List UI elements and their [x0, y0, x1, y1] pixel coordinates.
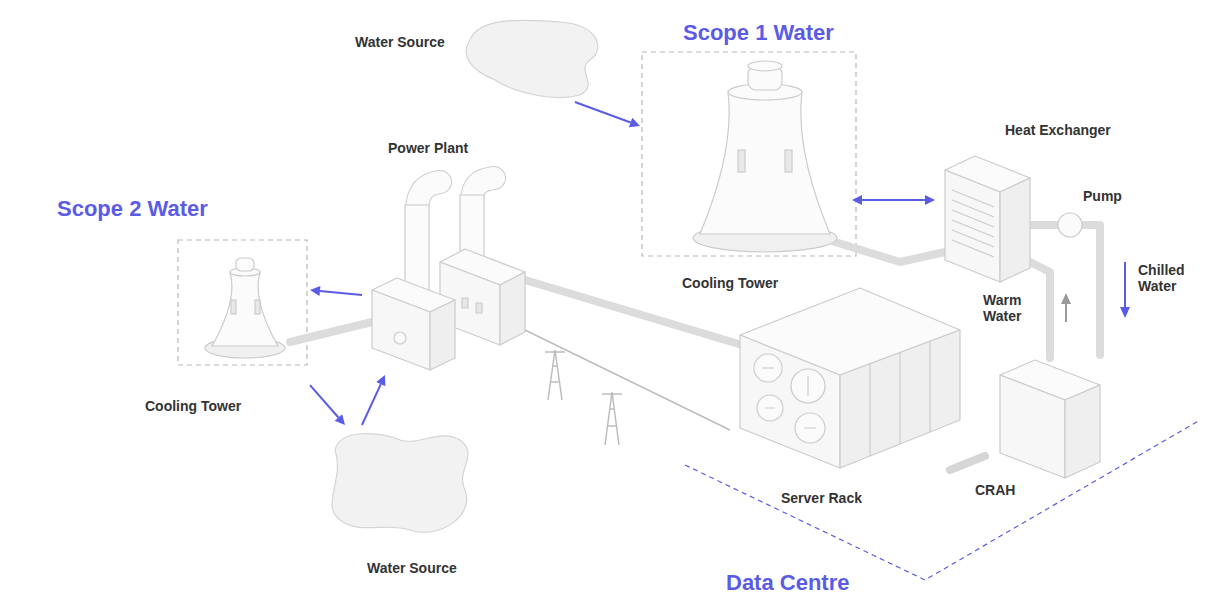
server-rack-drawing [762, 368, 816, 428]
flow-arrow [1065, 303, 1067, 322]
server-rack-drawing [840, 330, 960, 468]
power-plant-drawing [394, 332, 406, 344]
cooling-tower-label: Cooling Tower [145, 398, 241, 414]
pylon [545, 350, 622, 445]
heat-exchanger-drawing [1000, 178, 1030, 282]
flow-arrow [310, 385, 338, 417]
heat-exchanger-drawing [945, 170, 1000, 282]
label-holder: Chilled Water [1138, 262, 1200, 294]
pylon [602, 392, 622, 445]
flow-arrow [1061, 262, 1130, 322]
flow-arrow [862, 199, 925, 201]
part-label: Warm Water [983, 292, 1035, 324]
crah-drawing [1065, 385, 1100, 478]
cooling-tower-label: Cooling Tower [682, 275, 778, 291]
water-source-label: Water Source [355, 34, 445, 50]
arrow-head [310, 286, 320, 296]
water-source-puddle [332, 20, 598, 532]
data-centre-outline [685, 420, 1200, 580]
power-plant-drawing [476, 303, 482, 313]
cooling-tower-drawing [738, 150, 745, 172]
heat-exchanger-label: Heat Exchanger [1005, 122, 1111, 138]
heat-exchanger-drawing [952, 190, 994, 257]
part-label: Pump [1083, 188, 1122, 204]
arrow-head [629, 118, 640, 127]
server-rack-drawing [740, 335, 840, 468]
power-line [525, 330, 730, 430]
server-rack-drawing [740, 288, 960, 468]
cooling-tower: Cooling Tower [640, 58, 852, 298]
server-rack-drawing [870, 341, 930, 456]
cooling-tower-drawing [236, 258, 254, 271]
scope-outline [178, 240, 307, 365]
server-rack: Server Rack [730, 345, 960, 517]
arrow-head [335, 414, 345, 425]
crah-drawing [1000, 375, 1065, 478]
water-source-puddle [466, 20, 598, 97]
scope-outline [642, 52, 856, 256]
cooling-tower-drawing [255, 300, 260, 314]
flow-arrow [320, 291, 362, 295]
crah-unit-label: CRAH [975, 482, 1015, 498]
flow-arrow [575, 102, 631, 122]
flow-arrow [1124, 262, 1126, 308]
cooling-tower-drawing [700, 92, 830, 234]
cooling-tower-drawing [205, 61, 837, 358]
crah-unit: CRAH [968, 355, 1110, 500]
flow-arrow [1061, 293, 1071, 304]
pipe [835, 242, 945, 262]
water-source: Water Source [352, 12, 610, 102]
pylon [545, 350, 565, 400]
scope-region: Scope 1 WaterCooling Tower [636, 14, 858, 302]
crah-drawing [950, 360, 1100, 478]
water-source: Water Source [318, 425, 475, 582]
data-centre-region-label: Data Centre [726, 570, 849, 596]
arrow-head [925, 195, 935, 205]
power-plant-drawing [500, 272, 525, 345]
part-label: Chilled Water [1138, 262, 1200, 294]
heat-exchanger-drawing [1058, 213, 1082, 237]
scope-region-label: Scope 2 Water [57, 196, 208, 222]
data-centre-region: Data Centre Server Rack CRAH [680, 340, 1200, 600]
heat-exchanger-drawing [945, 156, 1082, 282]
scope-region-label: Scope 1 Water [683, 20, 834, 46]
cooling-tower: Cooling Tower [140, 236, 310, 418]
power-plant-drawing [462, 298, 468, 308]
scope-outline [178, 52, 856, 365]
label-holder: Warm Water [983, 292, 1035, 324]
cooling-tower-drawing [231, 300, 236, 314]
water-source-label: Water Source [367, 560, 457, 576]
cooling-tower-drawing [748, 61, 782, 71]
label-holder: Pump [1083, 188, 1122, 204]
power-plant-drawing [430, 300, 455, 370]
crah-drawing [950, 456, 985, 470]
arrow-head [376, 375, 385, 386]
flow-arrow [1120, 307, 1130, 318]
power-plant-label: Power Plant [388, 140, 468, 156]
arrow-head [852, 195, 862, 205]
power-plant-drawing [372, 178, 525, 370]
power-plant-drawing [372, 290, 430, 370]
cooling-tower-drawing [212, 272, 278, 346]
data-centre-outline [685, 420, 1200, 580]
water-source-puddle [332, 434, 468, 533]
scope-region: Scope 2 WaterCooling Tower [50, 188, 314, 420]
server-rack-label: Server Rack [781, 490, 862, 506]
pipe [1030, 262, 1050, 358]
cooling-tower-drawing [785, 150, 792, 172]
flow-arrow [362, 384, 381, 425]
water-pipe [1096, 288, 1104, 355]
power-plant: Power Plant [362, 138, 525, 375]
power-plant-drawing [405, 205, 429, 295]
pipe [290, 322, 372, 342]
